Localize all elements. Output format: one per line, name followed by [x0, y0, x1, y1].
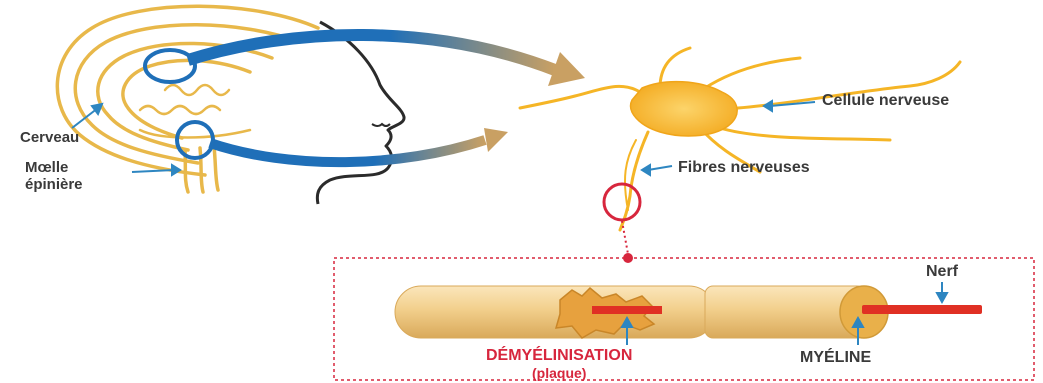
mouth-squiggle [372, 124, 390, 126]
label-moelle-line2: épinière [25, 177, 83, 192]
spine-zoom-circle [177, 122, 213, 158]
zoom-connector [622, 221, 628, 254]
label-plaque: (plaque) [532, 366, 586, 380]
label-moelle-line1: Mœlle [25, 160, 68, 175]
label-myeline: MYÉLINE [800, 350, 871, 366]
label-fibres-nerveuses: Fibres nerveuses [678, 160, 810, 176]
label-nerf: Nerf [926, 264, 958, 280]
nerve-cell [520, 48, 960, 230]
brain-to-neuron-band [188, 35, 555, 70]
myelinated-axon [395, 286, 982, 338]
fiber-zoom-circle [604, 184, 640, 220]
label-demyelinisation: DÉMYÉLINISATION [486, 348, 632, 364]
label-cerveau: Cerveau [20, 130, 79, 145]
face-profile [317, 22, 404, 204]
spine-to-neuron-band [210, 140, 485, 162]
spine-arrow-head [484, 128, 508, 152]
label-cellule-nerveuse: Cellule nerveuse [822, 93, 949, 109]
